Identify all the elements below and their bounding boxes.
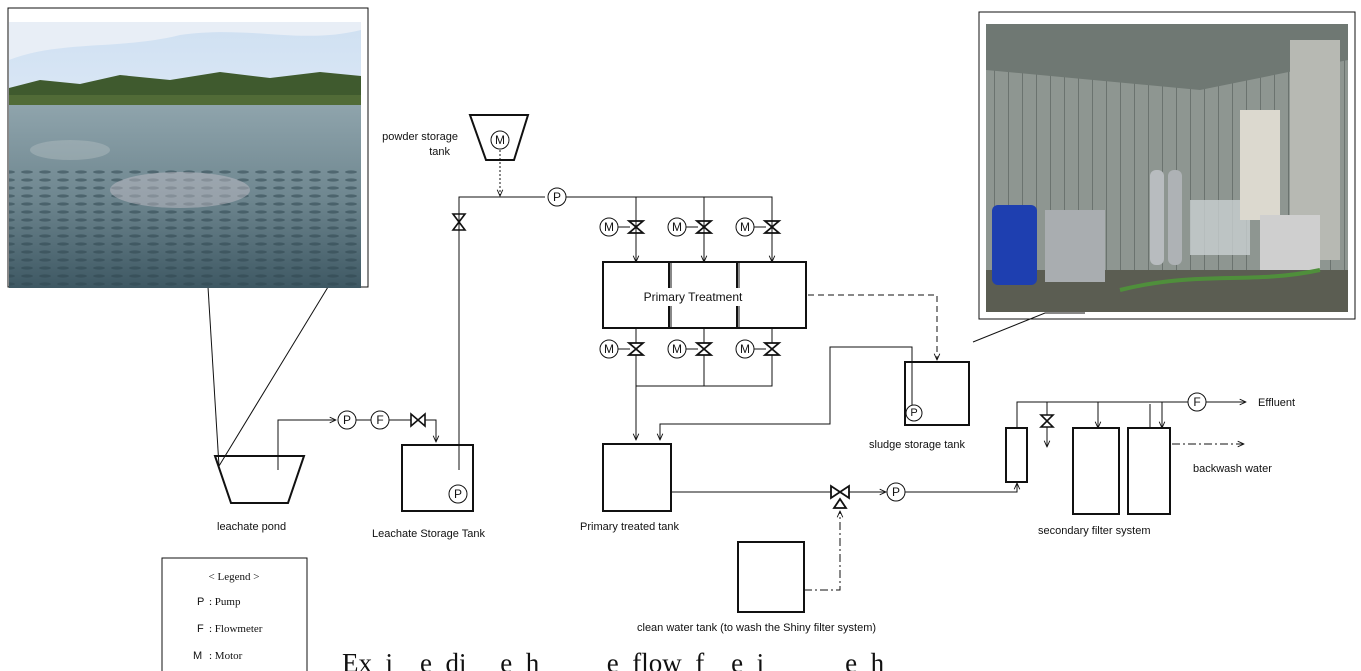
legend-symbol-pump: P xyxy=(197,596,204,608)
primary-treatment-label: Primary Treatment xyxy=(644,290,743,304)
powder-storage-tank: M xyxy=(470,115,528,160)
cartridge-filter xyxy=(1006,428,1027,482)
clean-water-tank-label: clean water tank (to wash the Shiny filt… xyxy=(637,622,876,634)
svg-text:P: P xyxy=(454,487,462,501)
powder-storage-tank-label-line1: powder storage xyxy=(382,131,458,143)
legend-symbol-flowmeter: F xyxy=(197,623,204,635)
legend-title: < Legend > xyxy=(209,571,260,583)
primary-treated-tank-label: Primary treated tank xyxy=(580,521,680,533)
svg-text:M: M xyxy=(604,220,614,234)
secondary-filter-system-label: secondary filter system xyxy=(1038,525,1150,537)
bypass-valve-icon xyxy=(1041,415,1053,427)
clean-water-tank xyxy=(738,542,804,612)
svg-text:M: M xyxy=(740,220,750,234)
svg-text:P: P xyxy=(892,485,900,499)
three-way-valve-icon xyxy=(831,486,849,508)
svg-text:M: M xyxy=(604,342,614,356)
leachate-pond-label: leachate pond xyxy=(217,521,286,533)
svg-text:M: M xyxy=(740,342,750,356)
leachate-pond xyxy=(215,456,304,503)
motor-symbol: M xyxy=(495,133,505,147)
legend: < Legend > P : Pump F : Flowmeter M : Mo… xyxy=(162,558,307,671)
leachate-pond-photo-callout xyxy=(8,8,368,466)
svg-text:P: P xyxy=(910,407,917,419)
powder-storage-tank-label-line2: tank xyxy=(429,146,450,158)
sludge-storage-tank-label: sludge storage tank xyxy=(869,439,966,451)
sludge-line xyxy=(808,295,937,360)
svg-text:P: P xyxy=(343,413,351,427)
pump-label: P xyxy=(553,190,561,204)
feed-line xyxy=(459,197,545,470)
backwash-water-label: backwash water xyxy=(1193,463,1272,475)
upper-motor-valves: M M M xyxy=(600,218,779,236)
secondary-filter-2 xyxy=(1128,428,1170,514)
legend-symbol-motor: M xyxy=(193,650,202,662)
legend-text-motor: : Motor xyxy=(209,650,243,662)
sludge-return-line xyxy=(660,347,912,440)
leachate-valve-icon xyxy=(411,414,425,426)
legend-text-flowmeter: : Flowmeter xyxy=(209,623,263,635)
lower-motor-valves: M M M xyxy=(600,340,779,358)
leachate-storage-tank-label: Leachate Storage Tank xyxy=(372,528,485,540)
plant-photo-callout xyxy=(973,12,1355,342)
figure-caption: Ex i e di e h e flow f e i e h xyxy=(342,648,885,671)
clean-water-line xyxy=(804,511,840,590)
svg-text:M: M xyxy=(672,220,682,234)
leachate-pond-photo xyxy=(9,22,361,288)
legend-text-pump: : Pump xyxy=(209,596,241,608)
svg-text:F: F xyxy=(1193,395,1200,409)
primary-treated-tank xyxy=(603,444,671,511)
svg-text:F: F xyxy=(376,413,383,427)
svg-text:M: M xyxy=(672,342,682,356)
secondary-filter-1 xyxy=(1073,428,1119,514)
treatment-plant-photo xyxy=(986,24,1348,312)
effluent-label: Effluent xyxy=(1258,397,1295,409)
